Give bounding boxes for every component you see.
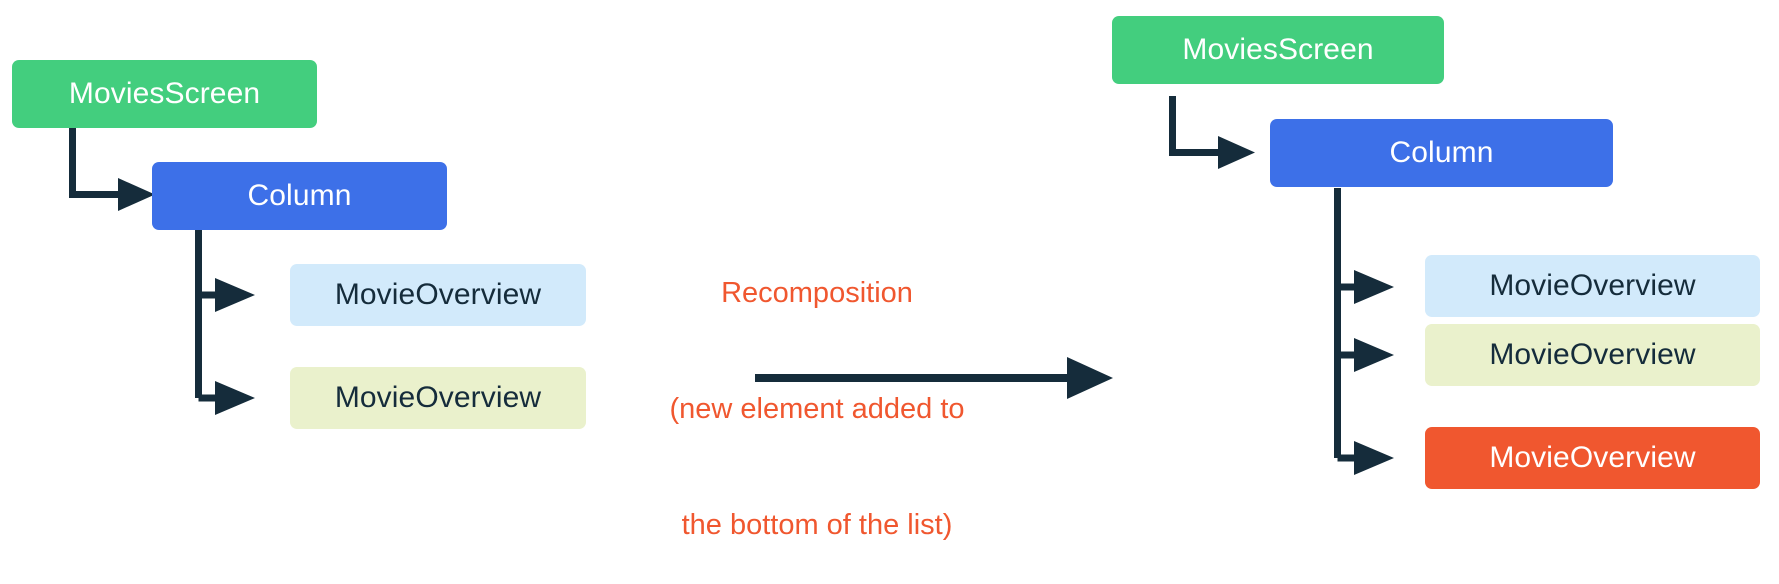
edge-before-column-to-overview-1-arrowhead — [215, 278, 255, 312]
after-node-movie-overview-1[interactable]: MovieOverview — [1425, 255, 1760, 317]
after-node-movie-overview-3[interactable]: MovieOverview — [1425, 427, 1760, 489]
after-node-column-label: Column — [1389, 136, 1494, 169]
after-node-movie-overview-1-label: MovieOverview — [1489, 269, 1696, 302]
transition-arrow-head — [1067, 357, 1113, 399]
edge-before-screen-to-column — [69, 128, 118, 198]
edge-after-column-to-overview-1-arrowhead — [1354, 270, 1394, 304]
edge-after-screen-to-column — [1169, 96, 1218, 156]
transition-label-line-3: the bottom of the list) — [681, 508, 953, 541]
before-node-column-label: Column — [247, 179, 352, 212]
after-node-movie-overview-3-label: MovieOverview — [1489, 441, 1696, 474]
transition-label: Recomposition (new element added to the … — [648, 197, 986, 584]
before-node-movie-overview-1-label: MovieOverview — [334, 278, 542, 311]
after-node-movies-screen[interactable]: MoviesScreen — [1112, 16, 1444, 84]
after-node-movies-screen-label: MoviesScreen — [1182, 33, 1374, 66]
before-node-column[interactable]: Column — [152, 162, 447, 230]
edge-after-column-to-overview-2-arrowhead — [1354, 338, 1394, 372]
after-node-movie-overview-2[interactable]: MovieOverview — [1425, 324, 1760, 386]
after-node-column[interactable]: Column — [1270, 119, 1613, 187]
before-node-movie-overview-2-label: MovieOverview — [334, 381, 542, 414]
before-node-movie-overview-2[interactable]: MovieOverview — [290, 367, 586, 429]
edge-after-column-to-overview-3-arrowhead — [1354, 441, 1394, 475]
edge-after-screen-to-column-arrowhead — [1218, 136, 1255, 169]
transition-label-line-2: (new element added to — [669, 392, 965, 425]
transition-label-line-1: Recomposition — [721, 277, 913, 310]
edge-before-column-to-overview-2-arrowhead — [215, 381, 255, 415]
before-node-movie-overview-1[interactable]: MovieOverview — [290, 264, 586, 326]
after-node-movie-overview-2-label: MovieOverview — [1489, 338, 1696, 371]
before-node-movies-screen[interactable]: MoviesScreen — [12, 60, 317, 128]
edge-before-screen-to-column-arrowhead — [118, 178, 155, 211]
before-node-movies-screen-label: MoviesScreen — [68, 77, 261, 110]
